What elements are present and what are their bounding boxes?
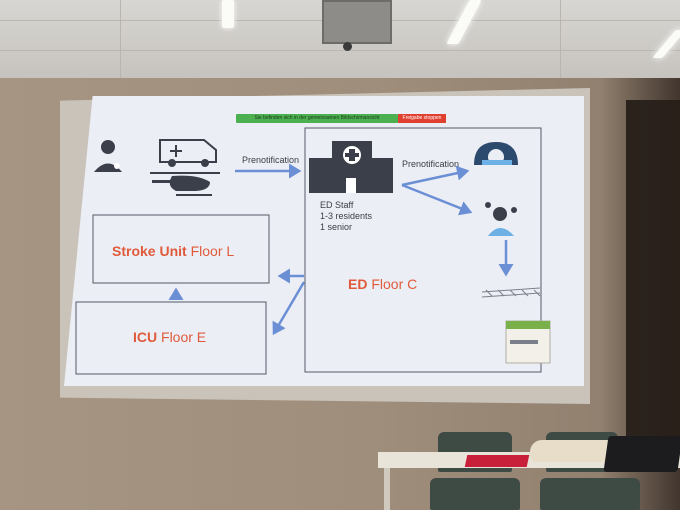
arrow-ed-to-ct: [401, 165, 470, 187]
screen-share-banner: Sie befinden sich in der gemeinsamen Bil…: [236, 114, 398, 123]
arrow-ed-to-angio: [401, 183, 473, 216]
ed-staff-line: 1 senior: [320, 222, 353, 232]
hospital-icon: [309, 141, 393, 193]
ceiling-seam: [120, 0, 121, 78]
ceiling-speaker: [322, 0, 392, 44]
ceiling-light: [222, 0, 234, 28]
stroke-unit-name: Stroke Unit: [112, 243, 187, 259]
medication-box-icon: [505, 320, 551, 364]
ceiling-seam: [0, 50, 680, 51]
cloth-bag: [530, 440, 626, 462]
ed-floor-label: ED Floor C: [348, 276, 417, 292]
ct-scanner-icon: [474, 142, 518, 165]
ceiling: [0, 0, 680, 78]
ceiling-seam: [560, 0, 561, 78]
chair: [430, 478, 520, 510]
stent-icon: [481, 287, 541, 298]
stroke-unit-box: [92, 214, 270, 284]
surgeon-icon: [485, 202, 517, 236]
red-folder: [464, 455, 530, 467]
ed-name: ED: [348, 276, 368, 292]
arrow-ed-to-icu: [272, 281, 306, 336]
icu-box: [75, 301, 267, 375]
icu-floor: Floor E: [161, 329, 207, 345]
doctor-icon: [94, 140, 122, 172]
chair: [540, 478, 640, 510]
table-leg: [384, 468, 390, 510]
helicopter-icon: [150, 172, 220, 196]
stroke-unit-floor: Floor L: [190, 243, 235, 259]
stop-share-button[interactable]: Freigabe stoppen: [398, 114, 446, 123]
prenotification-label-right: Prenotification: [402, 159, 460, 169]
icu-name: ICU: [133, 329, 158, 345]
ed-floor: Floor C: [371, 276, 418, 292]
ed-staff-line: 1-3 residents: [320, 211, 373, 221]
prenotification-label-left: Prenotification: [242, 155, 300, 165]
ed-staff-list: ED Staff 1-3 residents 1 senior: [320, 200, 372, 233]
ed-staff-line: ED Staff: [320, 200, 354, 210]
icu-label: ICU Floor E: [133, 329, 206, 345]
laptop: [603, 436, 680, 472]
ceiling-sensor: [343, 42, 352, 51]
ed-floor-frame: [304, 127, 542, 373]
stroke-unit-label: Stroke Unit Floor L: [112, 243, 234, 259]
ambulance-icon: [159, 139, 217, 167]
